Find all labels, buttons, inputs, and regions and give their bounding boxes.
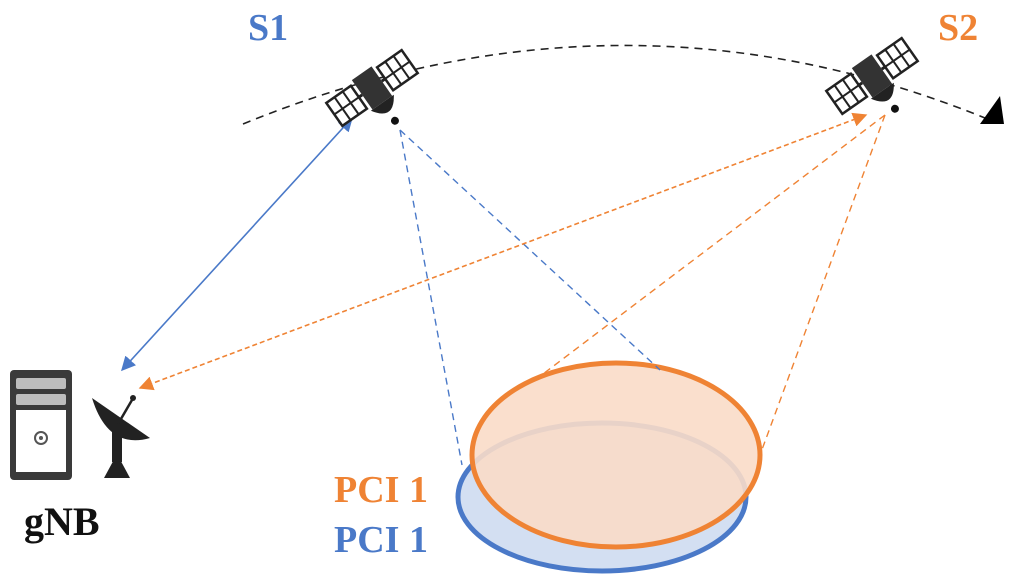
dish-antenna-icon <box>92 395 150 478</box>
coverage-area-s2 <box>469 360 763 550</box>
beam-line-s1 <box>399 129 463 466</box>
feeder-link-s1 <box>121 116 353 372</box>
pci-label-s1: PCI 1 <box>334 519 428 561</box>
gnb-label: gNB <box>24 499 100 544</box>
satellite-icon <box>824 36 920 116</box>
feeder-link-s2 <box>138 112 868 391</box>
satellite-icon <box>324 48 420 128</box>
pci-label-s2: PCI 1 <box>334 469 428 511</box>
orbit-direction-arrow-icon <box>980 96 1004 124</box>
server-icon <box>10 370 72 480</box>
beam-line-s2 <box>759 114 886 456</box>
beam-line-s2 <box>534 114 886 381</box>
satellite-label-s1: S1 <box>248 7 289 49</box>
satellite-label-s2: S2 <box>938 7 979 49</box>
beam-line-s1 <box>399 129 661 371</box>
